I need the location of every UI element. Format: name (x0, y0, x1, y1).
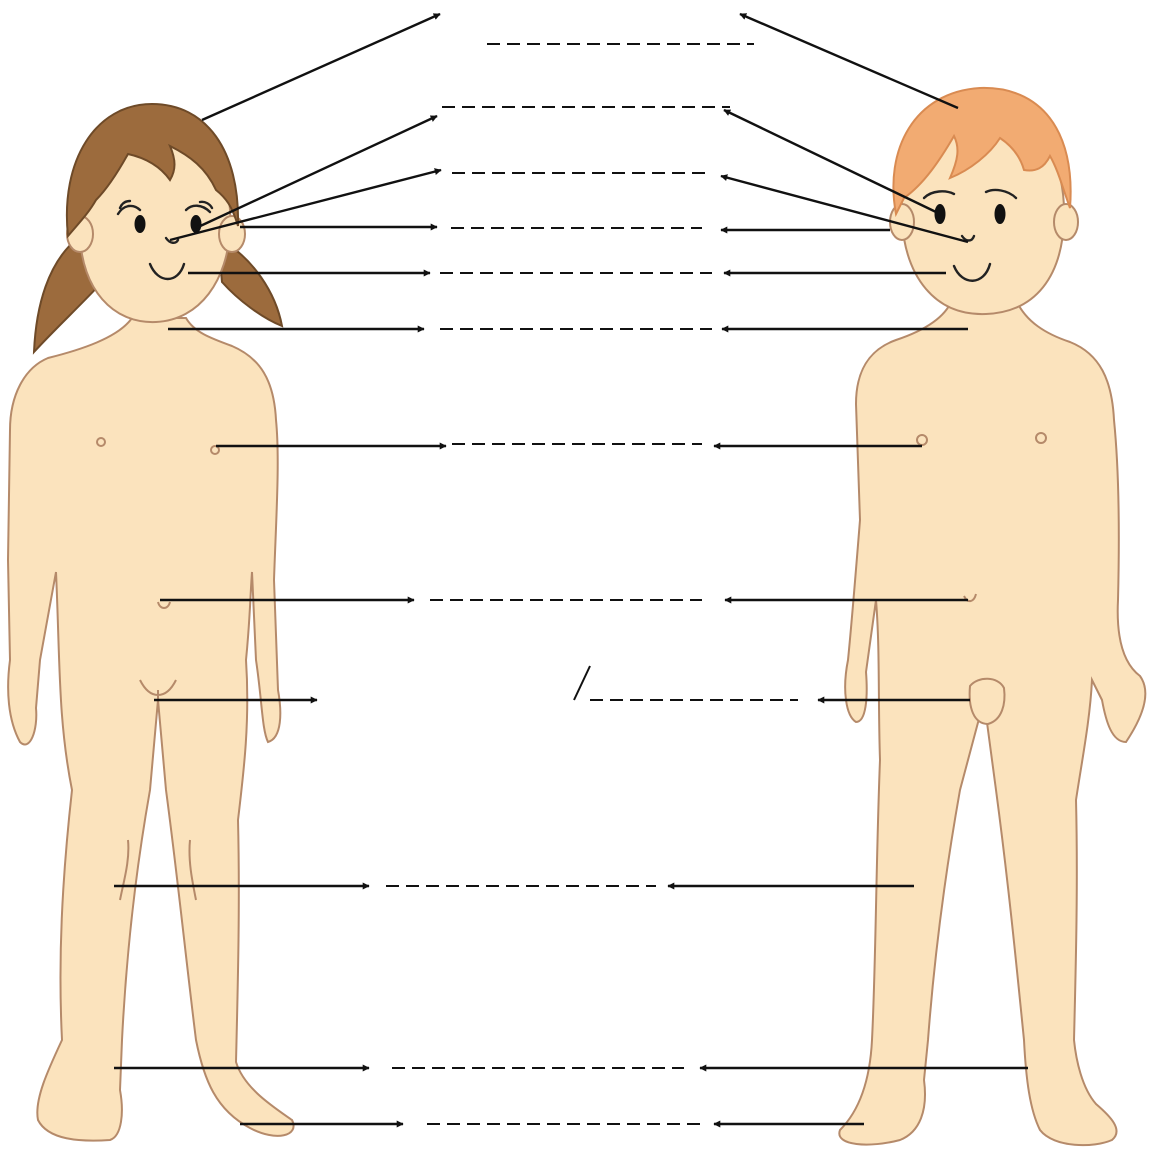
label-separator-slash (574, 666, 590, 700)
arrow-girl-hair (202, 14, 440, 120)
boy-figure (839, 88, 1145, 1145)
arrow-boy-hair (740, 14, 958, 108)
boy-left-eye (935, 204, 946, 224)
girl-left-eye (135, 215, 146, 233)
girl-right-eye (191, 215, 202, 233)
boy-penis (970, 679, 1005, 724)
girl-figure (8, 104, 294, 1141)
label-blanks (386, 44, 798, 1124)
girl-body (8, 318, 294, 1141)
boy-right-ear (1054, 204, 1078, 240)
boy-right-eye (995, 204, 1006, 224)
